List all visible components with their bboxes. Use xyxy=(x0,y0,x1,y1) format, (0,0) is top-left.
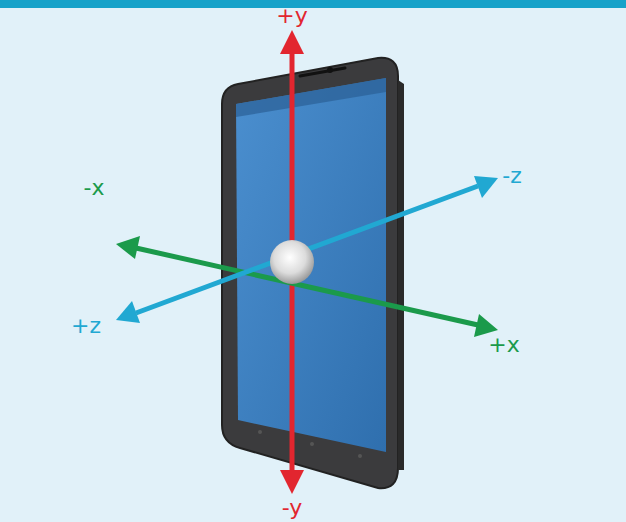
status-bar xyxy=(236,78,386,117)
arrowhead xyxy=(280,30,304,54)
nav-button xyxy=(358,454,362,458)
axis-label: +z xyxy=(71,315,101,337)
origin-sphere xyxy=(270,240,314,284)
arrowhead xyxy=(116,301,140,323)
arrowhead xyxy=(116,236,140,259)
axis-label: -y xyxy=(282,497,303,519)
arrowhead xyxy=(474,176,498,198)
speaker xyxy=(300,68,345,76)
nav-button xyxy=(310,442,314,446)
top-bar xyxy=(0,0,626,8)
axis-label: +x xyxy=(488,334,519,356)
arrowhead xyxy=(280,470,304,494)
nav-button xyxy=(258,430,262,434)
phone-side xyxy=(398,80,404,470)
axis-label: -x xyxy=(84,177,105,199)
z-axis xyxy=(136,186,478,313)
axis-label: +y xyxy=(276,5,307,27)
axis-label: -z xyxy=(502,165,522,187)
